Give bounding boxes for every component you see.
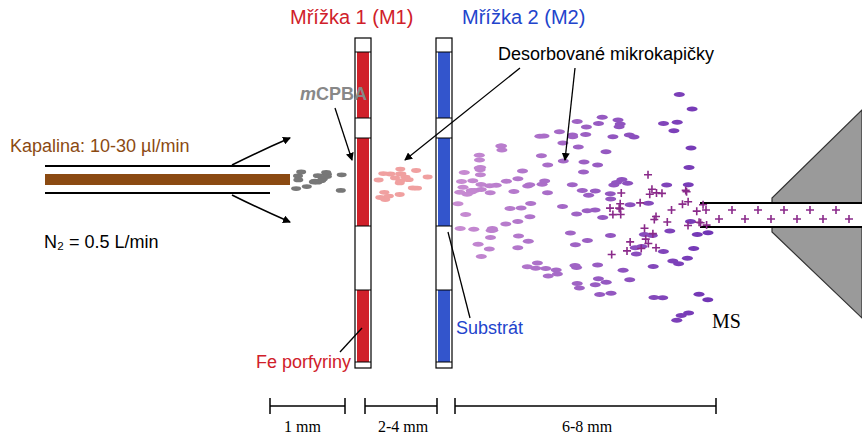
dimension-label: 2-4 mm (378, 418, 428, 436)
grid-2 (436, 38, 452, 368)
reagent-label: mCPBA (300, 84, 367, 105)
catalyst-label: Fe porfyriny (256, 352, 351, 373)
droplet-label: Desorbované mikrokapičky (498, 44, 714, 65)
ms-label: MS (712, 310, 741, 333)
gas-flow-arrow (232, 195, 290, 222)
liquid-flow-label: Kapalina: 10-30 µl/min (10, 136, 189, 157)
substrate-label: Substrát (456, 318, 523, 339)
gas-flow-arrow (232, 138, 290, 165)
ions (606, 171, 853, 259)
dimension-label: 6-8 mm (562, 418, 612, 436)
leader-lines (335, 68, 575, 352)
dimension-bar (270, 398, 716, 414)
dimension-label: 1 mm (284, 418, 321, 436)
grid-title: Mřížka 2 (M2) (462, 6, 585, 29)
gas-flow-label: N₂ = 0.5 L/min (44, 232, 159, 253)
capillary (45, 166, 290, 193)
grid-title: Mřížka 1 (M1) (290, 6, 413, 29)
ms-inlet (700, 110, 862, 318)
